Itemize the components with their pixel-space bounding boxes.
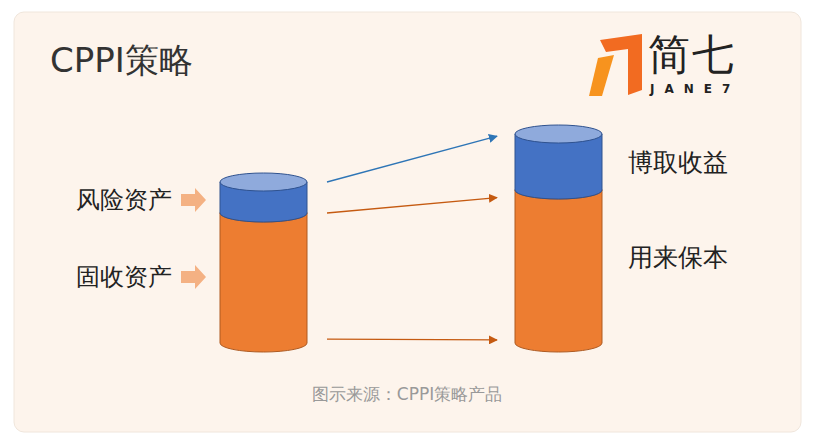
segment-label: 博取收益: [628, 148, 728, 178]
segment-label: 固收资产: [76, 263, 172, 292]
left-cylinder: [220, 173, 307, 352]
right-cylinder: [515, 125, 602, 352]
pointer-arrow: [181, 265, 206, 289]
flow-arrow: [327, 136, 497, 182]
segment-label: 用来保本: [628, 243, 728, 273]
risk-asset-segment: 风险资产: [220, 182, 307, 213]
logo-subtext: JANE7: [650, 82, 740, 96]
flow-arrow: [327, 338, 497, 340]
pointer-arrow: [181, 188, 206, 212]
logo-text: 简七: [648, 30, 736, 80]
caption: 图示来源：CPPI策略产品: [312, 384, 502, 404]
return-segment: 博取收益: [515, 134, 602, 190]
flow-arrow: [327, 198, 497, 213]
card-background: [14, 12, 801, 432]
segment-label: 风险资产: [76, 186, 172, 215]
principal-segment: 用来保本: [515, 190, 602, 343]
title: CPPI策略: [50, 40, 193, 81]
logo-mark: [589, 34, 642, 96]
fixed-income-segment: 固收资产: [220, 213, 307, 343]
